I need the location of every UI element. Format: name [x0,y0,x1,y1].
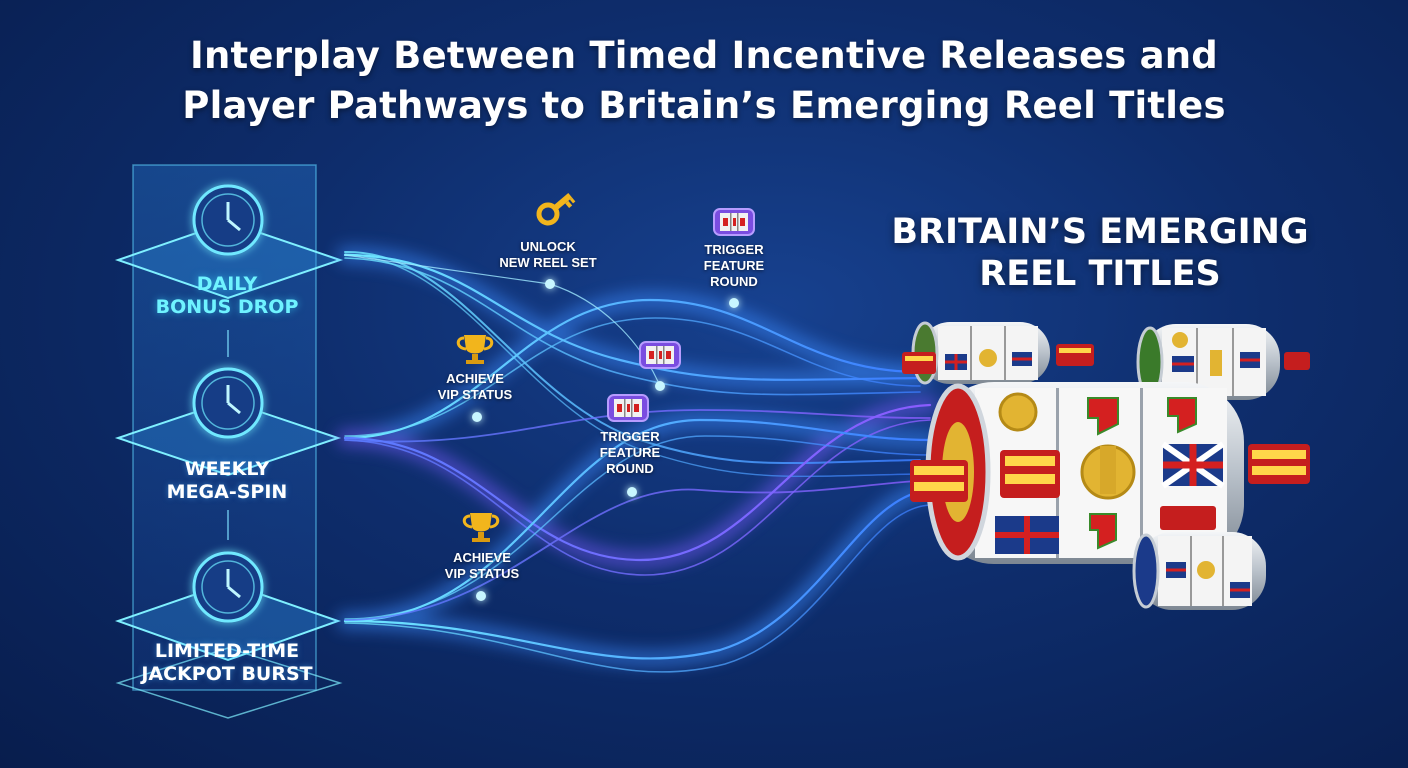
gear-icon [979,349,997,367]
milestone-label-vip-low: ACHIEVE VIP STATUS [412,550,552,582]
source-label-limited: LIMITED-TIME JACKPOT BURST [127,640,327,686]
milestone-label-line: FEATURE [599,445,661,460]
source-label-line: WEEKLY [184,458,270,480]
destination-title-line-2: REEL TITLES [979,254,1221,294]
stream-weekly [343,298,932,576]
slot-reel-icon [713,208,755,236]
milestone-nodes [472,279,739,601]
slot-reel-top-right [1136,324,1280,400]
milestone-label-line: ACHIEVE [446,371,504,386]
page-title-line-2: Player Pathways to Britain’s Emerging Re… [182,84,1226,127]
source-label-line: LIMITED-TIME [154,640,300,662]
slot-reel-bottom [1132,532,1266,610]
clock-icon [192,184,264,256]
slot-reel-icon [639,341,681,369]
milestone-label-line: VIP STATUS [437,387,513,402]
slot-reel-icon [607,394,649,422]
source-label-daily: DAILY BONUS DROP [127,273,327,319]
flow-streams [337,247,938,673]
milestone-label-vip-top: ACHIEVE VIP STATUS [405,371,545,403]
trophy-icon [456,335,494,364]
platform-daily [114,220,344,300]
gear-icon [998,392,1038,432]
key-icon [536,193,576,226]
milestone-label-unlock: UNLOCK NEW REEL SET [478,239,618,271]
milestone-label-line: NEW REEL SET [499,255,597,270]
node-unlock [545,279,555,289]
milestone-label-trigger-mid: TRIGGER FEATURE ROUND [560,429,700,477]
milestone-label-trigger-top: TRIGGER FEATURE ROUND [664,242,804,290]
milestone-label-line: ROUND [710,274,758,289]
source-label-weekly: WEEKLY MEGA-SPIN [127,458,327,504]
node-trigger-mid [655,381,665,391]
source-label-line: BONUS DROP [155,296,299,318]
source-label-line: MEGA-SPIN [166,481,288,503]
double-decker-bus-icon [902,344,1310,502]
milestone-label-line: FEATURE [703,258,765,273]
node-trigger-top [729,298,739,308]
trophy-icon [462,513,500,542]
clock-icon [192,367,264,439]
page-title-line-1: Interplay Between Timed Incentive Releas… [190,34,1218,77]
node-vip-low [476,591,486,601]
milestone-label-line: ROUND [606,461,654,476]
clock-icon [192,551,264,623]
stream-limited [343,418,932,673]
milestone-label-line: VIP STATUS [444,566,520,581]
big-ben-icon [1210,350,1222,376]
milestone-label-line: TRIGGER [704,242,764,257]
source-label-line: JACKPOT BURST [141,663,313,685]
milestone-label-line: TRIGGER [600,429,660,444]
red-j-symbol-icon [1087,397,1119,436]
milestone-label-line: UNLOCK [520,239,576,254]
node-trigger-low [627,487,637,497]
destination-title-line-1: BRITAIN’S EMERGING [891,212,1309,252]
source-label-line: DAILY [196,273,258,295]
node-vip-top [472,412,482,422]
milestone-label-line: ACHIEVE [453,550,511,565]
reel-cluster [902,321,1310,610]
